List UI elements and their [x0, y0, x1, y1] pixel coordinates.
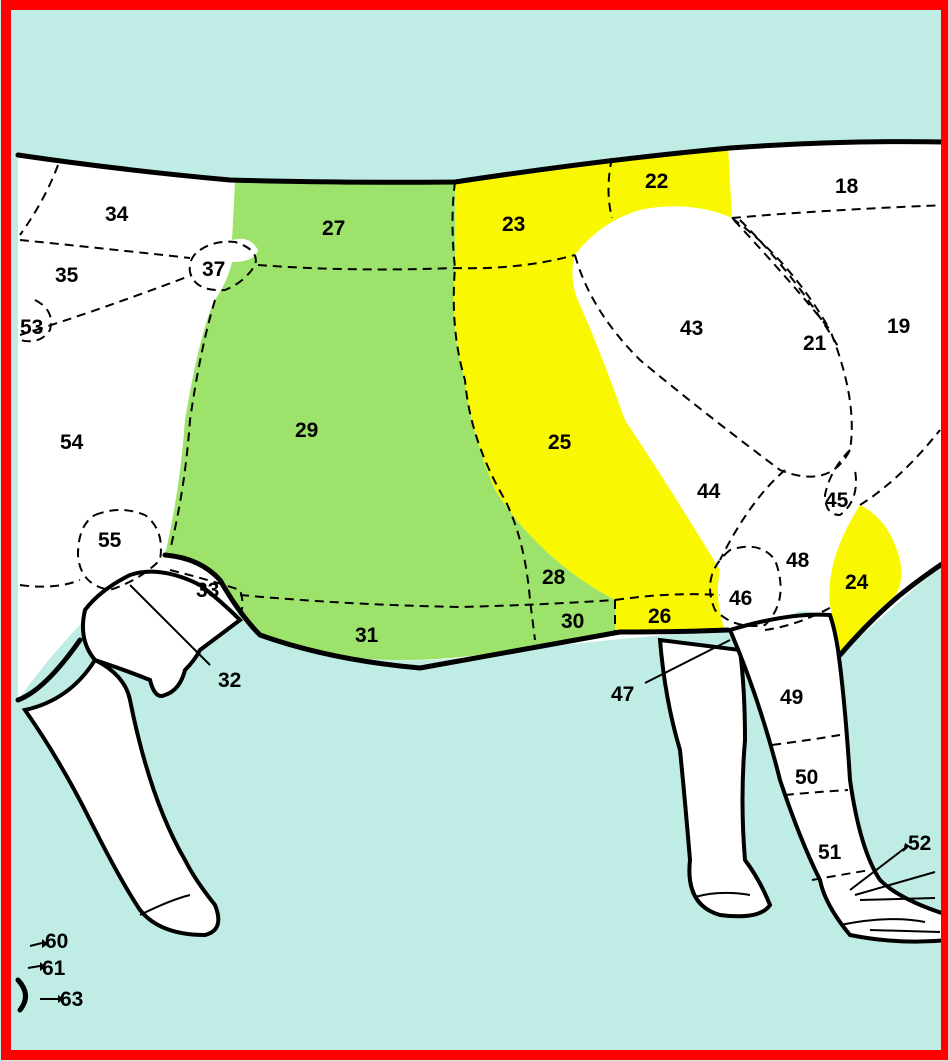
- label-37: 37: [202, 258, 225, 281]
- label-34: 34: [105, 203, 129, 226]
- label-35: 35: [55, 264, 79, 287]
- label-22: 22: [645, 170, 668, 193]
- label-44: 44: [697, 480, 721, 503]
- label-49: 49: [780, 686, 803, 709]
- label-61: 61: [42, 957, 66, 980]
- label-60: 60: [45, 930, 68, 953]
- label-31: 31: [355, 624, 379, 647]
- label-25: 25: [548, 431, 572, 454]
- label-47: 47: [611, 683, 634, 706]
- label-46: 46: [729, 587, 752, 610]
- label-63: 63: [60, 988, 83, 1011]
- label-19: 19: [887, 315, 910, 338]
- label-33: 33: [196, 579, 219, 602]
- label-43: 43: [680, 317, 703, 340]
- label-45: 45: [825, 489, 849, 512]
- label-24: 24: [845, 571, 869, 594]
- label-29: 29: [295, 419, 318, 442]
- label-51: 51: [818, 841, 842, 864]
- label-54: 54: [60, 431, 84, 454]
- label-28: 28: [542, 566, 566, 589]
- label-21: 21: [803, 332, 827, 355]
- label-30: 30: [561, 610, 584, 633]
- label-50: 50: [795, 766, 818, 789]
- label-27: 27: [322, 217, 345, 240]
- label-55: 55: [98, 529, 122, 552]
- label-26: 26: [648, 605, 671, 628]
- label-52: 52: [908, 832, 931, 855]
- label-32: 32: [218, 669, 241, 692]
- label-48: 48: [786, 549, 810, 572]
- label-23: 23: [502, 213, 525, 236]
- label-18: 18: [835, 175, 859, 198]
- label-53: 53: [20, 316, 43, 339]
